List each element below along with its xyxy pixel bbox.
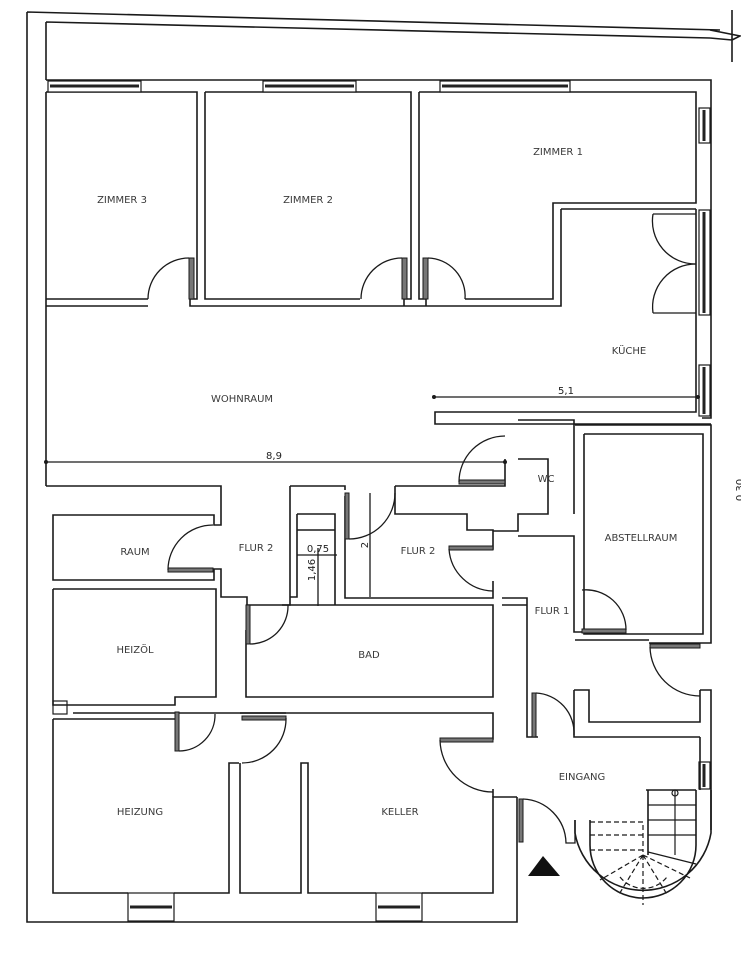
label-flur-2-right: FLUR 2 [401, 546, 436, 557]
outer-walls [26, 10, 741, 923]
label-wc: WC [538, 474, 555, 485]
dim-edge-cut: 0,30 [735, 479, 741, 501]
label-zimmer-1: ZIMMER 1 [533, 147, 583, 158]
top-room-walls [46, 91, 711, 425]
label-eingang: EINGANG [559, 772, 606, 783]
doors-middle [167, 435, 701, 697]
label-flur-2-left: FLUR 2 [239, 543, 274, 554]
label-heizung: HEIZUNG [117, 807, 163, 818]
label-zimmer-2: ZIMMER 2 [283, 195, 333, 206]
dim-wohnraum-width: 8,9 [266, 451, 282, 462]
label-flur-1: FLUR 1 [535, 606, 570, 617]
label-keller: KELLER [381, 807, 418, 818]
doors-bottom [174, 692, 576, 844]
label-wohnraum: WOHNRAUM [211, 394, 273, 405]
dim-kueche-width: 5,1 [558, 386, 574, 397]
label-raum: RAUM [120, 547, 149, 558]
label-kueche: KÜCHE [612, 344, 646, 357]
north-arrow-icon [528, 856, 560, 876]
label-bad: BAD [358, 650, 380, 661]
label-heizoel: HEIZÖL [116, 643, 154, 656]
dim-stair-width: 0,75 [307, 544, 329, 555]
dimension-labels: 8,9 5,1 0,75 1,46 2 0,30 [266, 386, 741, 581]
middle-walls [46, 419, 712, 738]
label-abstellraum: ABSTELLRAUM [605, 533, 678, 544]
dimension-lines [44, 395, 700, 606]
room-labels: ZIMMER 3 ZIMMER 2 ZIMMER 1 KÜCHE WOHNRAU… [97, 147, 677, 818]
dim-stair-length: 1,46 [307, 559, 318, 581]
spiral-staircase [528, 789, 712, 905]
windows [47, 80, 711, 922]
doors-top [147, 213, 697, 314]
dim-flur-height: 2 [360, 542, 371, 548]
bottom-walls [52, 689, 712, 894]
label-zimmer-3: ZIMMER 3 [97, 195, 147, 206]
